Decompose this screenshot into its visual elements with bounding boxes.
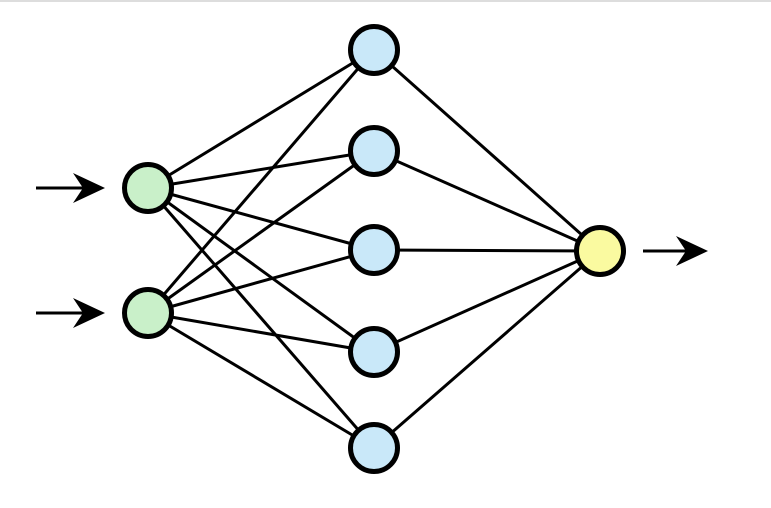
hidden-node-3 <box>348 224 400 276</box>
input-arrow-2-head-icon <box>73 298 105 328</box>
edge-i1-h1 <box>147 48 375 190</box>
edge-i2-h4 <box>147 311 375 354</box>
edge-i2-h1 <box>146 49 376 314</box>
hidden-node-4 <box>348 326 400 378</box>
hidden-node-5 <box>348 422 400 474</box>
edge-h2-o1 <box>373 149 601 253</box>
top-divider <box>0 0 771 2</box>
edge-i2-h5 <box>147 311 375 450</box>
edge-i2-h2 <box>147 149 375 315</box>
edge-h1-o1 <box>373 48 601 253</box>
hidden-node-2 <box>348 125 400 177</box>
input-node-1 <box>122 162 174 214</box>
edge-i1-h4 <box>147 186 375 354</box>
hidden-node-1 <box>348 24 400 76</box>
edge-h5-o1 <box>373 249 601 450</box>
edge-i2-h3 <box>147 248 375 315</box>
edge-i1-h2 <box>147 149 375 190</box>
input-arrow-1-head-icon <box>73 173 105 203</box>
edge-h4-o1 <box>373 249 601 354</box>
edge-h3-o1 <box>373 248 601 253</box>
output-node-1 <box>574 225 626 277</box>
edge-i1-h3 <box>147 186 375 252</box>
input-node-2 <box>122 287 174 339</box>
output-arrow-head-icon <box>676 236 708 266</box>
edge-i1-h5 <box>146 187 376 449</box>
